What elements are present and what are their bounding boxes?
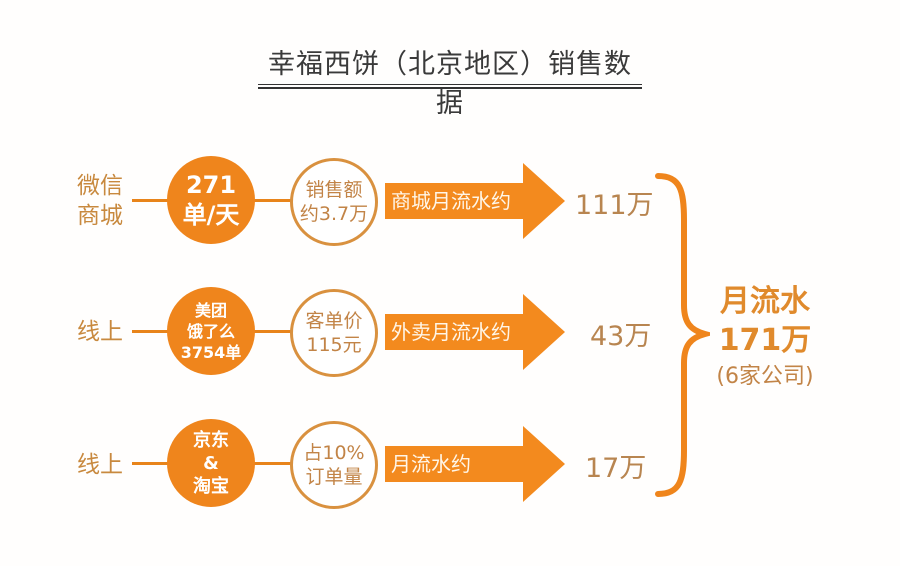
orders-circle-wechat: 271 单/天 [167,156,255,244]
orders-circle-delivery: 美团 饿了么 3754单 [167,287,255,375]
metric-circle-wechat: 销售额 约3.7万 [290,158,378,246]
metric-circle-ecommerce: 占10% 订单量 [290,421,378,509]
metric-circle-delivery: 客单价 115元 [290,289,378,377]
arrow-delivery: 外卖月流水约 [385,294,565,370]
channel-label-delivery: 线上 [77,319,123,345]
value-wechat: 111万 [575,190,654,221]
arrow-head-icon [523,163,565,239]
value-delivery: 43万 [590,321,652,352]
channel-label-wechat: 微信 商城 [77,173,123,229]
channel-label-ecommerce: 线上 [77,452,123,478]
total-amount: 171万 [718,323,812,358]
total-label: 月流水 [720,284,810,319]
title-underline [258,84,642,85]
arrow-ecommerce: 月流水约 [385,426,565,502]
arrow-head-icon [523,294,565,370]
value-ecommerce: 17万 [585,453,647,484]
curly-brace-icon [655,173,710,497]
diagram-title: 幸福西饼（北京地区）销售数据 [268,49,632,119]
arrow-head-icon [523,426,565,502]
title-underline-thick [258,87,642,89]
total-note: (6家公司) [716,364,814,389]
arrow-wechat: 商城月流水约 [385,163,565,239]
orders-circle-ecommerce: 京东 & 淘宝 [167,419,255,507]
